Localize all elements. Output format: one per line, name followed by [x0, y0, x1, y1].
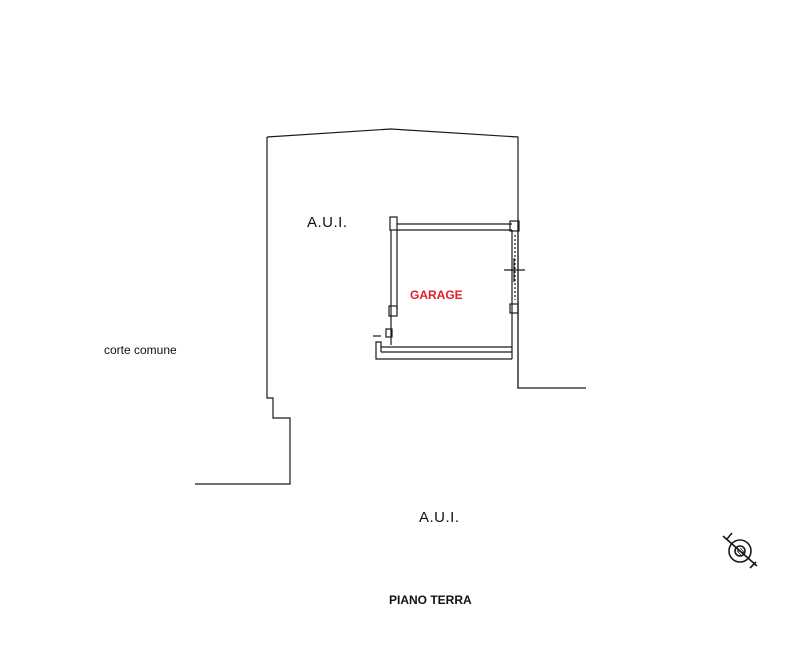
building-west-wall — [195, 137, 291, 485]
garage-walls — [373, 223, 519, 388]
pillar — [509, 220, 520, 232]
area-label-top: A.U.I. — [307, 214, 348, 231]
pillar — [509, 303, 519, 314]
room-label-garage: GARAGE — [410, 288, 463, 302]
floor-title: PIANO TERRA — [389, 593, 472, 607]
pillar — [388, 305, 398, 317]
svg-text:N: N — [735, 546, 746, 558]
building-outline — [266, 128, 586, 389]
north-arrow-icon: N — [722, 532, 758, 569]
pillar — [389, 216, 398, 231]
area-label-bottom: A.U.I. — [419, 509, 460, 526]
pillar — [385, 328, 393, 338]
courtyard-label: corte comune — [104, 343, 177, 357]
